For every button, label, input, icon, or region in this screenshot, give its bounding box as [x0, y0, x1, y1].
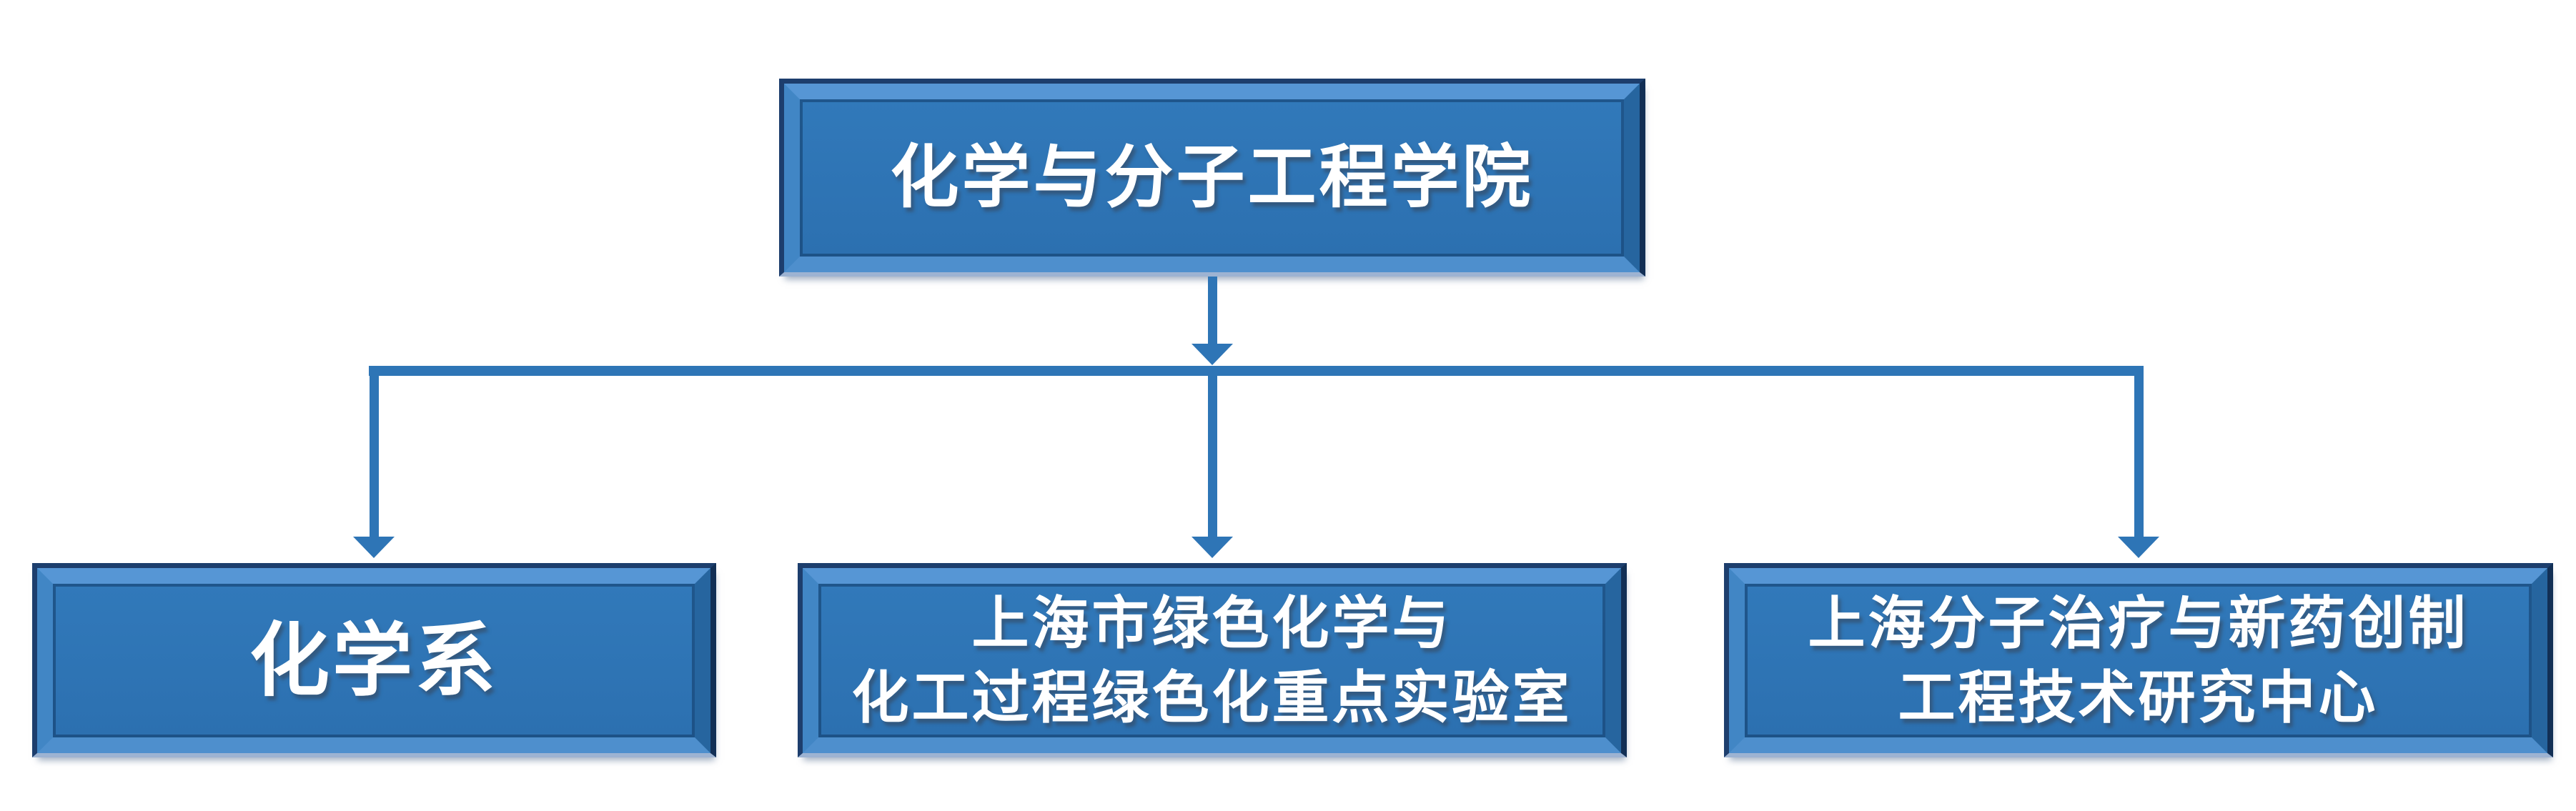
connector-left-arrowhead-icon [353, 537, 395, 558]
org-node-chemistry-department: 化学系 [32, 563, 716, 757]
connector-stem-arrowhead-icon [1192, 344, 1233, 365]
node-bevel-frame: 化学系 [37, 568, 710, 753]
node-face: 上海市绿色化学与 化工过程绿色化重点实验室 [818, 584, 1605, 737]
connector-branch-center [1208, 376, 1217, 537]
connector-center-arrowhead-icon [1192, 537, 1233, 558]
node-bevel-frame: 上海市绿色化学与 化工过程绿色化重点实验室 [803, 568, 1621, 753]
org-node-green-chemistry-key-lab: 上海市绿色化学与 化工过程绿色化重点实验室 [798, 563, 1627, 757]
connector-branch-left [370, 376, 379, 537]
connector-stem [1208, 277, 1217, 344]
org-node-college: 化学与分子工程学院 [779, 79, 1645, 277]
node-face: 化学系 [53, 584, 695, 737]
green-chemistry-lab-label-line1: 上海市绿色化学与 [971, 591, 1452, 655]
green-chemistry-lab-label-line2: 化工过程绿色化重点实验室 [851, 665, 1572, 730]
connector-branch-right [2134, 376, 2144, 537]
college-label: 化学与分子工程学院 [890, 139, 1534, 216]
chemistry-department-label: 化学系 [249, 615, 498, 705]
molecular-therapeutics-center-label-line1: 上海分子治疗与新药创制 [1808, 591, 2469, 655]
node-bevel-frame: 化学与分子工程学院 [784, 84, 1640, 272]
connector-horizontal-bar [369, 366, 2144, 376]
node-bevel-frame: 上海分子治疗与新药创制 工程技术研究中心 [1729, 568, 2547, 753]
molecular-therapeutics-center-label-line2: 工程技术研究中心 [1898, 665, 2379, 730]
node-face: 上海分子治疗与新药创制 工程技术研究中心 [1745, 584, 2532, 737]
connector-right-arrowhead-icon [2118, 537, 2159, 558]
org-node-molecular-therapeutics-center: 上海分子治疗与新药创制 工程技术研究中心 [1724, 563, 2553, 757]
node-face: 化学与分子工程学院 [800, 99, 1624, 257]
